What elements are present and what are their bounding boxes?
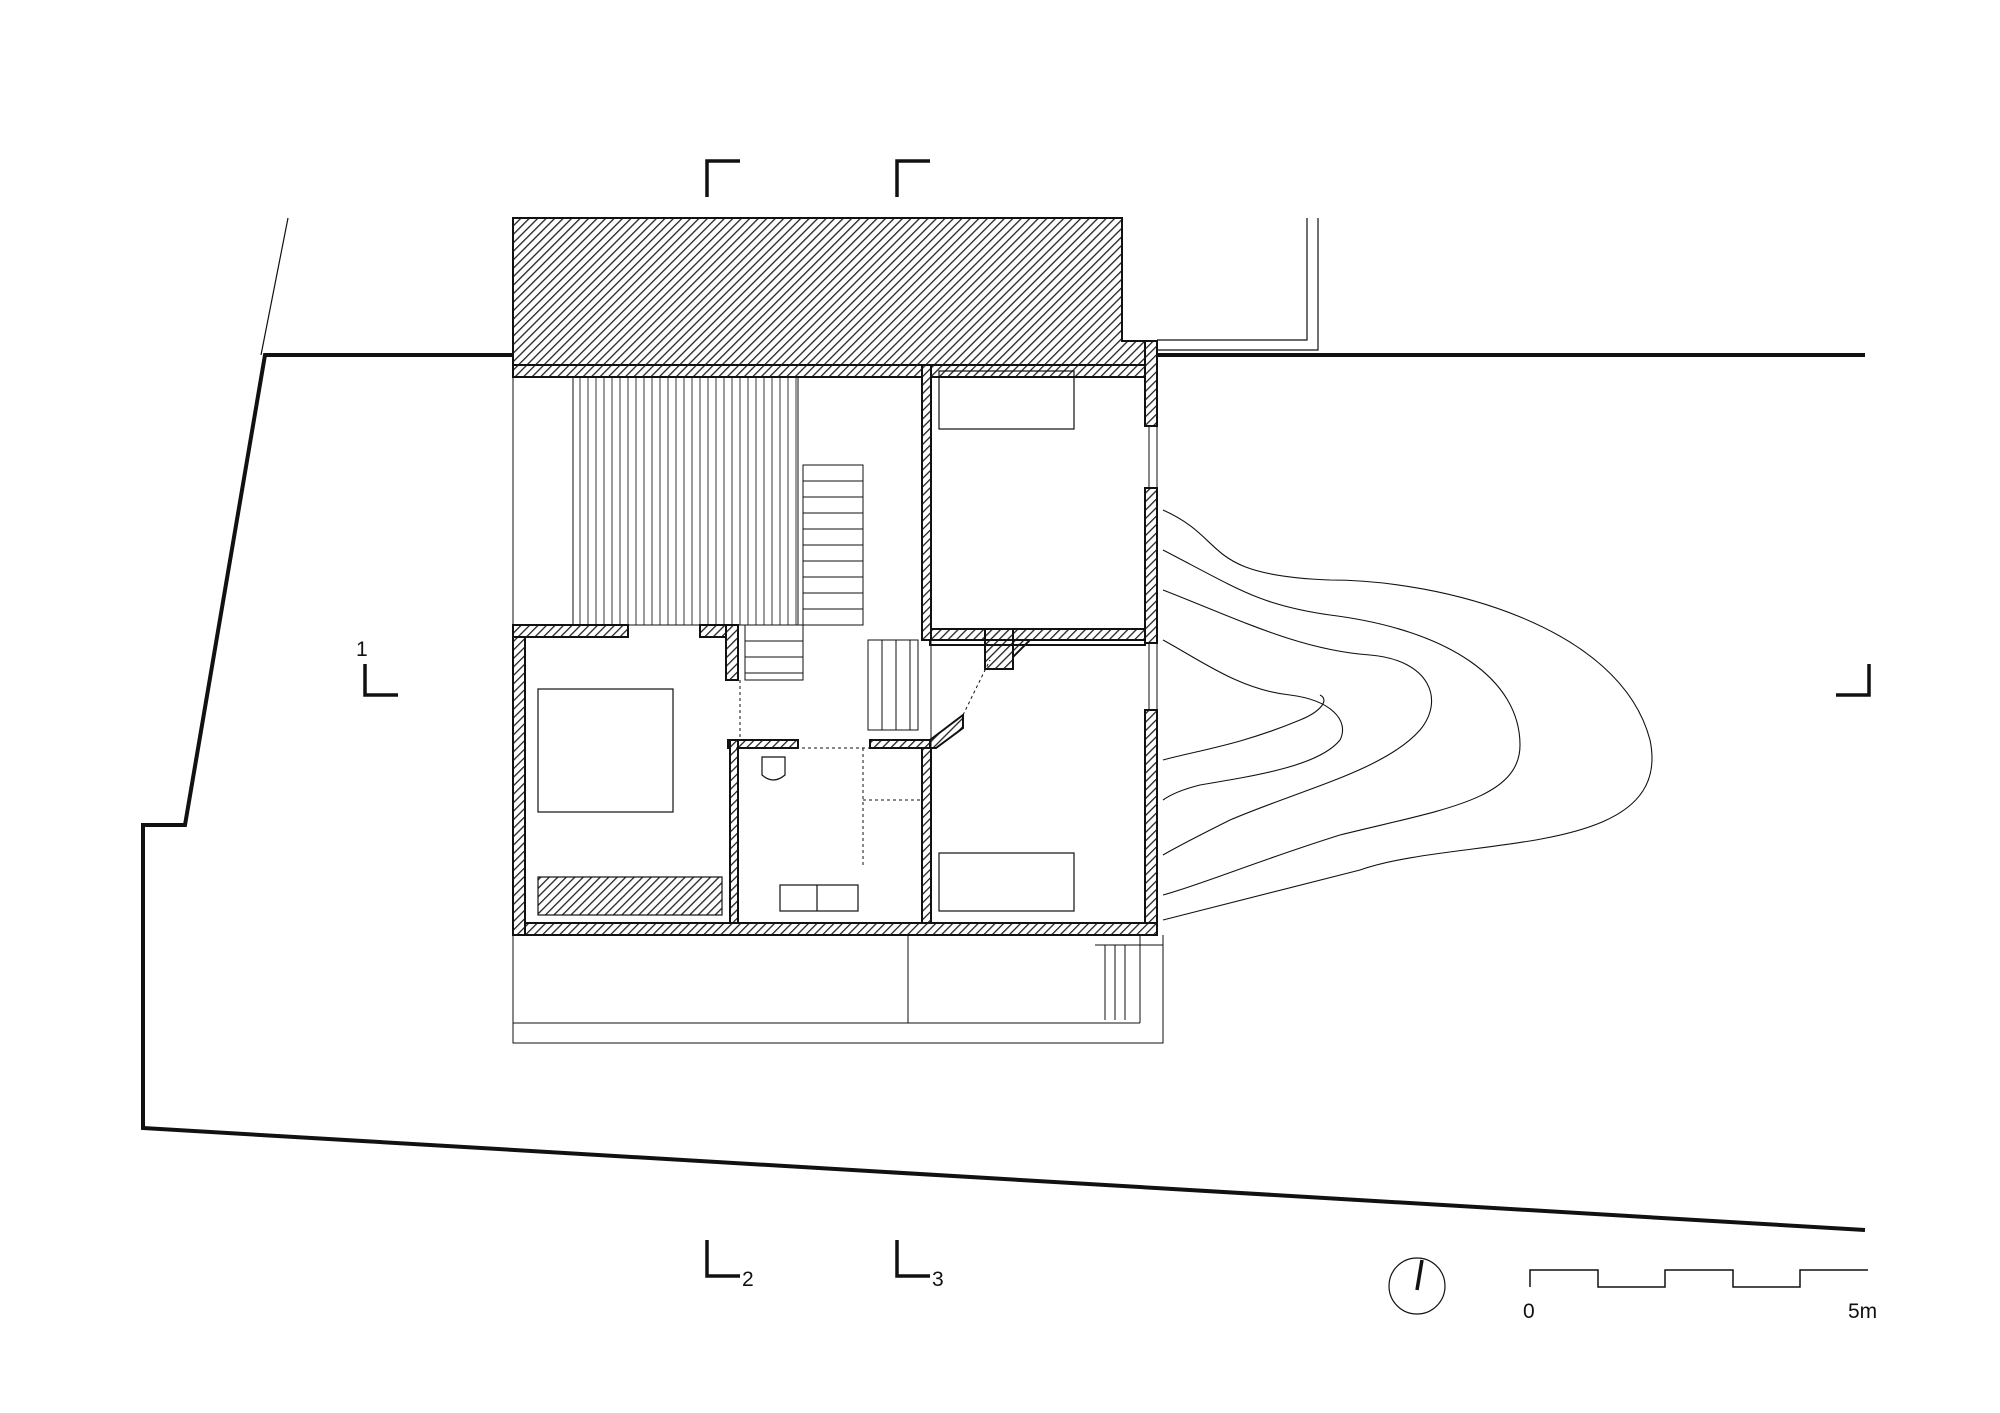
scale-bar (1529, 1269, 1868, 1288)
neighbour-outline (1157, 218, 1319, 351)
bed-bottom-right (938, 852, 1075, 912)
lower-outline (512, 935, 1164, 1044)
hatched-wall-block (512, 217, 1158, 366)
section-label-2: 2 (742, 1268, 754, 1291)
scale-start-label: 0 (1523, 1300, 1535, 1323)
walls (512, 340, 1158, 936)
contour-lines (1162, 509, 1653, 921)
toilet (761, 756, 786, 781)
deck-area (572, 364, 799, 626)
section-markers (363, 159, 1871, 1278)
scale-end-label: 5m (1848, 1300, 1877, 1323)
bed-left (537, 688, 674, 813)
windows (1148, 426, 1158, 710)
north-arrow-icon (1388, 1257, 1446, 1315)
furniture (537, 370, 1075, 916)
wardrobe-left (537, 876, 723, 916)
section-label-3: 3 (932, 1268, 944, 1291)
vanity (779, 884, 859, 912)
interior-lines (736, 640, 991, 865)
section-label-1: 1 (356, 638, 368, 661)
staircase (744, 464, 919, 731)
bed-top-right (938, 370, 1075, 430)
